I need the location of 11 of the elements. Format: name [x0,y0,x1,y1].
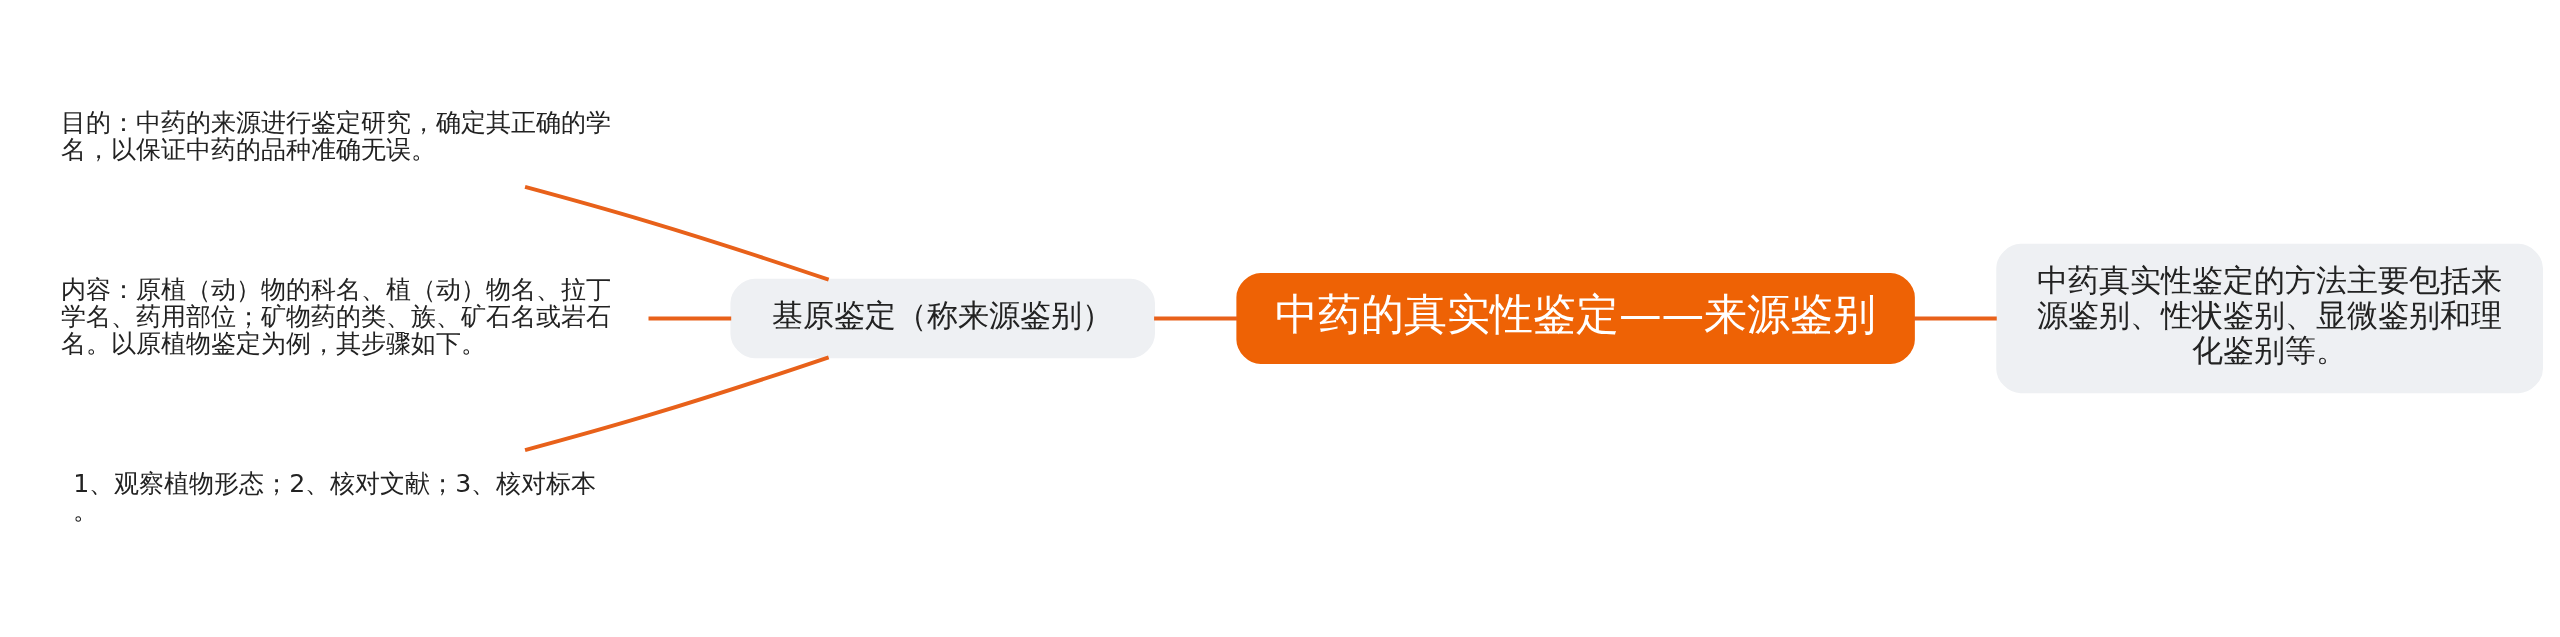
node-text: 目的：中药的来源进行鉴定研究，确定其正确的学名，以保证中药的品种准确无误。 [60,108,611,165]
node-text: 1、观察植物形态；2、核对文献；3、核对标本。 [73,468,597,525]
connector [524,185,830,282]
connector [648,316,732,321]
connector [1914,316,1997,321]
node-box: 基原鉴定（称来源鉴别） [730,278,1155,359]
node-box: 中药真实性鉴定的方法主要包括来源鉴别、性状鉴别、显微鉴别和理化鉴别等。 [1996,243,2543,394]
node-box: 中药的真实性鉴定——来源鉴别 [1236,272,1915,365]
connector [1154,316,1238,321]
node-text: 内容：原植（动）物的科名、植（动）物名、拉丁学名、药用部位；矿物药的类、族、矿石名或岩石名。以原植物鉴定为例，其步骤如下。 [60,274,611,359]
connector [524,355,830,452]
